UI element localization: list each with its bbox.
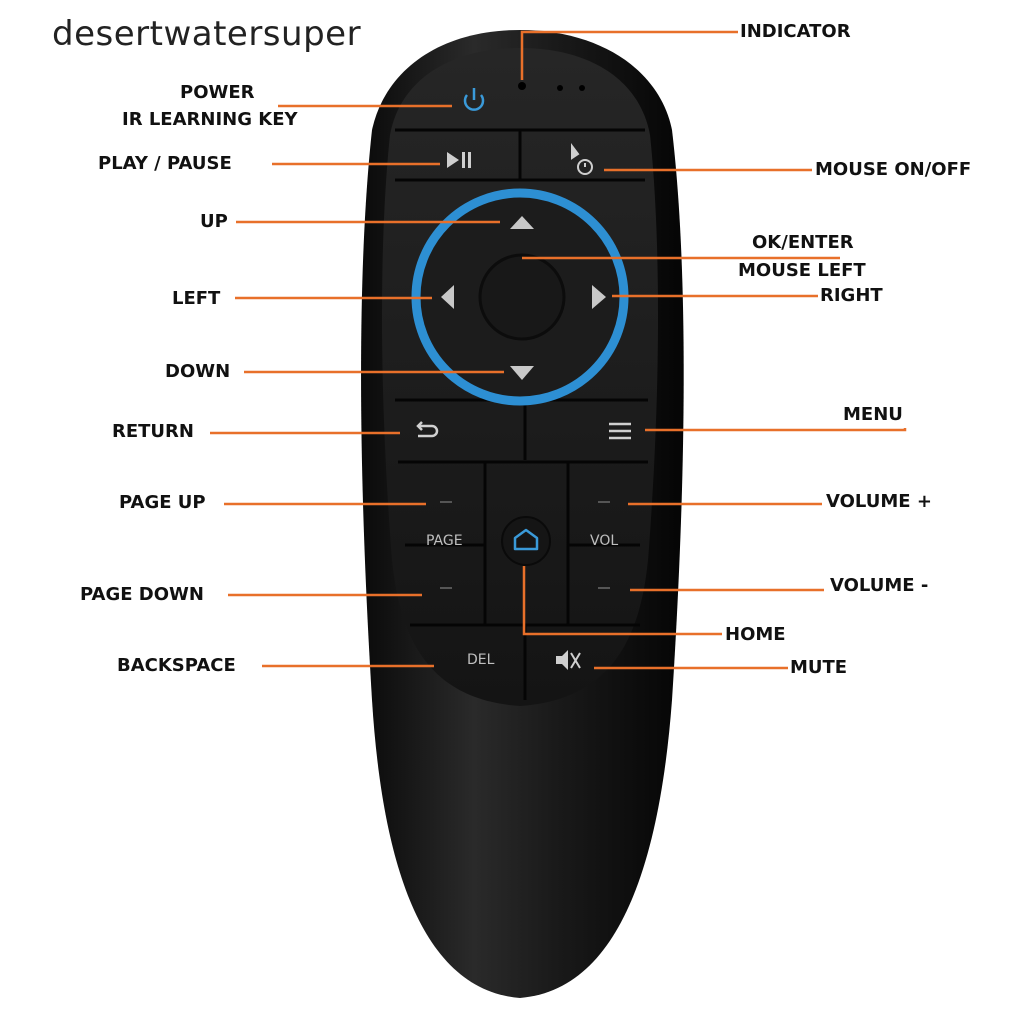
- label-mute: MUTE: [790, 657, 848, 678]
- mouse-toggle-icon: [571, 143, 593, 175]
- up-arrow-icon: [510, 216, 534, 229]
- label-mouse-left: MOUSE LEFT: [738, 260, 866, 281]
- return-icon: [416, 421, 439, 438]
- indicator-led: [518, 82, 526, 90]
- home-button: [501, 516, 551, 566]
- label-menu: MENU: [843, 404, 903, 425]
- mute-icon: [556, 650, 581, 670]
- leader-lines: [210, 30, 907, 670]
- label-play-pause: PLAY / PAUSE: [98, 153, 232, 174]
- vol-key-label: VOL: [590, 533, 619, 549]
- label-page-down: PAGE DOWN: [80, 584, 204, 605]
- label-page-up: PAGE UP: [119, 492, 206, 513]
- indicator-dot: [579, 85, 585, 91]
- label-right: RIGHT: [820, 285, 883, 306]
- label-left: LEFT: [172, 288, 221, 309]
- label-up: UP: [200, 211, 228, 232]
- play-pause-icon: [447, 152, 471, 168]
- ok-button: [478, 253, 566, 341]
- label-power: POWER: [180, 82, 255, 103]
- left-arrow-icon: [441, 285, 454, 309]
- del-key-label: DEL: [467, 652, 495, 668]
- menu-icon: [609, 422, 631, 440]
- label-volume-minus: VOLUME -: [830, 575, 929, 596]
- label-ir-learning: IR LEARNING KEY: [122, 109, 298, 130]
- leader-indicator: [520, 30, 738, 80]
- watermark-text: desertwatersuper: [52, 14, 362, 54]
- right-arrow-icon: [592, 285, 606, 309]
- home-icon: [513, 528, 539, 551]
- label-indicator: INDICATOR: [740, 21, 851, 42]
- indicator-dot: [557, 85, 563, 91]
- page-key-label: PAGE: [426, 533, 463, 549]
- power-icon: [463, 88, 485, 111]
- label-backspace: BACKSPACE: [117, 655, 236, 676]
- label-ok-enter: OK/ENTER: [752, 232, 854, 253]
- label-home: HOME: [725, 624, 786, 645]
- label-mouse-onoff: MOUSE ON/OFF: [815, 159, 972, 180]
- leader-home: [522, 566, 722, 636]
- leader-menu: [645, 428, 907, 432]
- label-down: DOWN: [165, 361, 231, 382]
- down-arrow-icon: [510, 366, 534, 380]
- label-volume-plus: VOLUME +: [826, 491, 932, 512]
- label-return: RETURN: [112, 421, 194, 442]
